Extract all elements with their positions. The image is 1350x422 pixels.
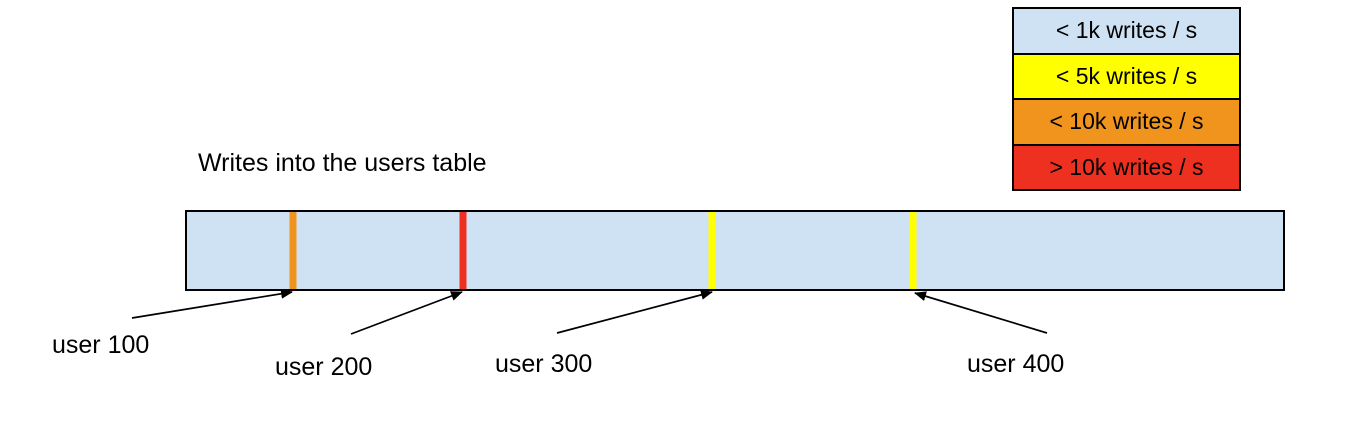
arrow-user-100	[131, 288, 293, 319]
legend: < 1k writes / s < 5k writes / s < 10k wr…	[1012, 7, 1241, 191]
arrow-user-200	[350, 291, 463, 335]
diagram-title: Writes into the users table	[198, 149, 487, 177]
legend-item-label: < 5k writes / s	[1055, 62, 1198, 89]
hotspot-marker-user-200	[459, 212, 467, 289]
legend-item-lt-5k: < 5k writes / s	[1012, 52, 1241, 100]
legend-item-lt-10k: < 10k writes / s	[1012, 98, 1241, 146]
arrow-user-300	[556, 289, 713, 334]
legend-item-label: < 1k writes / s	[1055, 17, 1198, 44]
arrow-user-400	[914, 291, 1048, 334]
marker-label-user-400: user 400	[967, 350, 1065, 378]
legend-item-label: < 10k writes / s	[1049, 108, 1204, 135]
legend-item-lt-1k: < 1k writes / s	[1012, 7, 1241, 55]
legend-item-gt-10k: > 10k writes / s	[1012, 143, 1241, 191]
legend-item-label: > 10k writes / s	[1049, 153, 1204, 180]
hotspot-marker-user-100	[289, 212, 297, 289]
marker-label-user-200: user 200	[275, 353, 373, 381]
marker-label-user-300: user 300	[495, 350, 593, 378]
hotspot-marker-user-300	[708, 212, 716, 289]
marker-label-user-100: user 100	[52, 331, 150, 359]
hotspot-marker-user-400	[909, 212, 917, 289]
users-table-bar	[185, 210, 1285, 291]
